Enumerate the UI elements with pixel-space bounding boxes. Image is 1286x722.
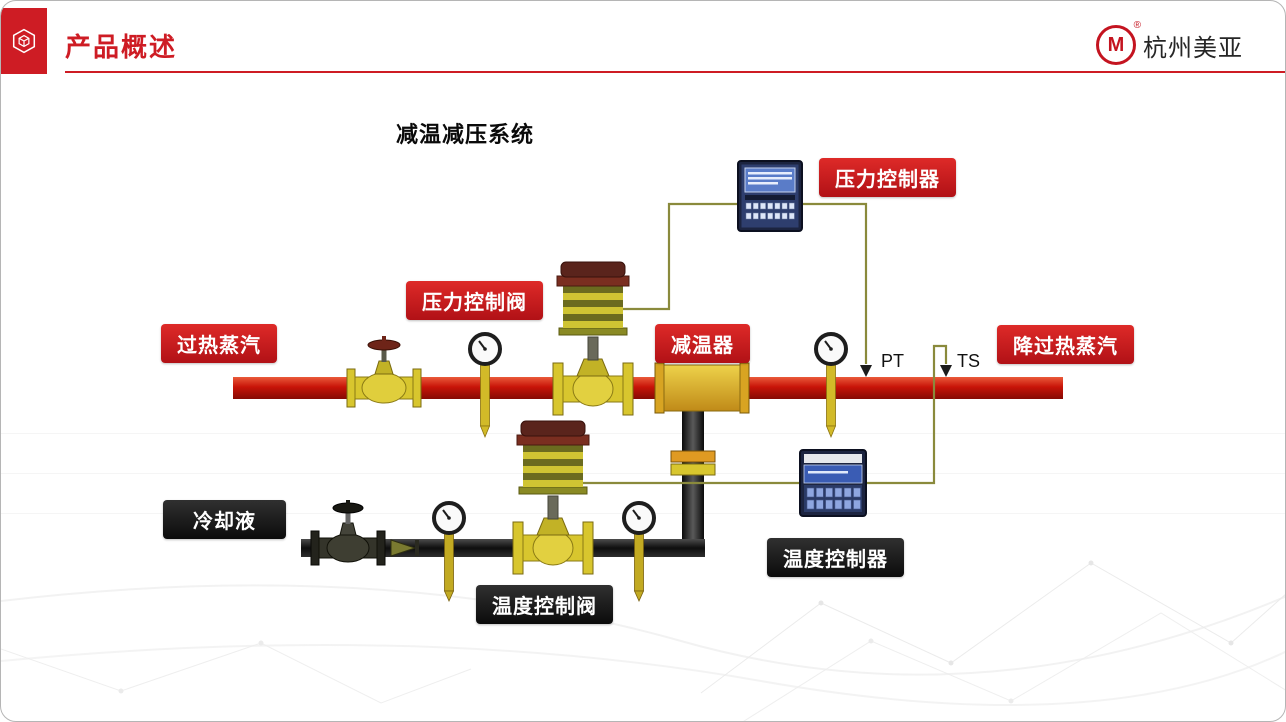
product-hexagon-icon (12, 28, 36, 54)
registered-mark-icon: ® (1133, 20, 1141, 31)
badge-superheated-steam: 过热蒸汽 (161, 324, 277, 363)
signal-line-pcv-to-controller (623, 202, 738, 311)
ts-sensor (940, 365, 952, 377)
ts-sensor-label: TS (957, 351, 980, 371)
coolant-gauge-2 (622, 501, 656, 602)
badge-pressure-controller: 压力控制器 (819, 158, 956, 197)
brand-monogram-icon: M ® (1096, 20, 1141, 65)
signal-line-ts-to-controller (867, 344, 948, 485)
badge-pressure-control-valve: 压力控制阀 (406, 281, 543, 320)
coolant-shutoff-valve (310, 500, 386, 566)
page-title: 产品概述 (65, 32, 178, 62)
signal-line-controller-to-pt (802, 202, 868, 364)
badge-coolant: 冷却液 (163, 500, 286, 539)
temperature-controller-unit (799, 449, 867, 517)
steam-shutoff-valve (346, 336, 422, 408)
signal-lines (583, 202, 948, 485)
badge-desuperheated-steam: 降过热蒸汽 (997, 325, 1134, 364)
steam-pressure-gauge-1 (468, 332, 502, 439)
pt-sensor (860, 365, 872, 377)
header-divider (65, 71, 1285, 73)
diagram-title: 减温减压系统 (396, 122, 535, 147)
steam-pressure-gauge-2 (814, 332, 848, 439)
spray-pipe-flange (670, 450, 716, 476)
desuperheater-unit (654, 362, 750, 414)
background-pattern (1, 433, 1285, 721)
brand-name: 杭州美亚 (1143, 34, 1243, 62)
brand-logo: M ® 杭州美亚 (1096, 20, 1243, 65)
pressure-control-valve-unit (552, 261, 634, 416)
badge-temperature-controller: 温度控制器 (767, 538, 904, 577)
pressure-controller-unit (737, 160, 803, 232)
badge-desuperheater: 减温器 (655, 324, 750, 363)
temperature-control-valve-unit (512, 420, 594, 575)
badge-temperature-control-valve: 温度控制阀 (476, 585, 613, 624)
brand-letter: M (1107, 34, 1125, 56)
coolant-gauge-1 (432, 501, 466, 602)
pt-sensor-label: PT (881, 351, 904, 371)
main-steam-pipe (233, 377, 1063, 399)
coolant-check-valve (390, 539, 419, 557)
header-accent-block (1, 8, 47, 74)
